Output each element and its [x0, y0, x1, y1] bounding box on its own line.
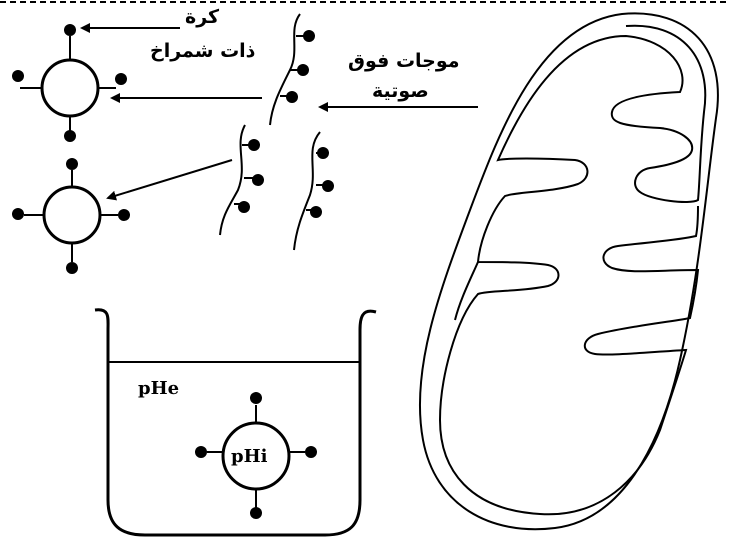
stalked-sphere-top	[12, 24, 127, 142]
mitochondrion-inner-membrane	[438, 24, 707, 516]
label-sphere-line1: كرة	[185, 6, 220, 28]
stalked-sphere-in-beaker	[195, 392, 317, 519]
label-ph-internal: pHi	[231, 446, 268, 467]
membrane-fragment-1	[269, 13, 315, 126]
mitochondrion-outer-membrane	[418, 12, 719, 531]
label-ultrasound-line1: موجات فوق	[348, 50, 460, 72]
stalked-sphere-bottom	[12, 158, 130, 274]
label-ultrasound-line2: صوتية	[372, 80, 429, 102]
membrane-fragment-3	[293, 131, 334, 251]
beaker	[94, 308, 377, 537]
mitochondrion-crista-left-1	[454, 261, 479, 321]
membrane-fragment-2	[219, 124, 264, 236]
label-sphere-line2: ذات شمراخ	[150, 40, 256, 62]
arrow-to-bottom-sphere	[106, 159, 233, 201]
label-ph-external: pHe	[138, 378, 180, 399]
mitochondrion	[418, 12, 719, 531]
